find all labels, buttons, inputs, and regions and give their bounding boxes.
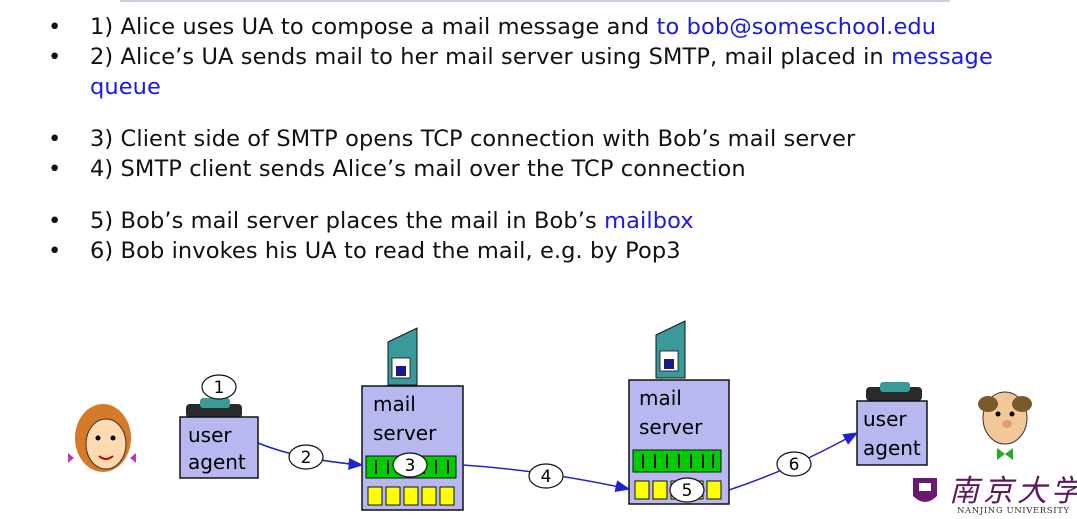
step-2: 2) Alice’s UA sends mail to her mail ser… <box>40 42 1040 102</box>
server-b-tower-icon <box>655 320 686 379</box>
marker-5: 5 <box>669 477 705 503</box>
server-a-tower-icon <box>387 327 418 386</box>
step-1: 1) Alice uses UA to compose a mail messa… <box>40 12 1040 42</box>
svg-text:4: 4 <box>541 467 552 487</box>
svg-text:5: 5 <box>682 481 693 501</box>
svg-text:2: 2 <box>301 448 312 468</box>
step-3: 3) Client side of SMTP opens TCP connect… <box>40 124 1040 154</box>
svg-text:3: 3 <box>405 456 416 476</box>
server-a-mailboxes <box>367 486 455 506</box>
alice-ua-line1: user <box>188 423 232 447</box>
logo-english-text: NANJING UNIVERSITY <box>957 506 1070 516</box>
university-logo: 南京大学 NANJING UNIVERSITY <box>905 466 1077 518</box>
university-emblem-icon <box>913 478 937 502</box>
bob-user-agent-box <box>856 400 928 466</box>
alice-phone-icon <box>186 398 242 418</box>
marker-6: 6 <box>776 451 812 477</box>
marker-3: 3 <box>392 452 428 478</box>
step-4: 4) SMTP client sends Alice’s mail over t… <box>40 154 1040 184</box>
step-6: 6) Bob invokes his UA to read the mail, … <box>40 236 1040 266</box>
alice-ua-line2: agent <box>188 450 246 474</box>
server-a-line2: server <box>373 421 437 445</box>
alice-figure-icon <box>68 404 136 472</box>
steps-list: 1) Alice uses UA to compose a mail messa… <box>40 12 1040 266</box>
svg-text:1: 1 <box>214 378 225 398</box>
server-b-line1: mail <box>639 386 682 410</box>
top-divider <box>120 0 950 2</box>
bob-figure-icon <box>978 391 1032 460</box>
marker-2: 2 <box>288 444 324 470</box>
server-b-message-queue <box>632 449 722 473</box>
logo-chinese-text: 南京大学 <box>949 474 1077 509</box>
server-b-line2: server <box>639 415 703 439</box>
marker-4: 4 <box>528 463 564 489</box>
alice-user-agent-box <box>179 416 259 479</box>
bob-ua-line1: user <box>863 407 907 431</box>
svg-text:6: 6 <box>789 455 800 475</box>
bob-ua-line2: agent <box>863 436 921 460</box>
marker-1: 1 <box>201 374 237 400</box>
server-a-line1: mail <box>373 392 416 416</box>
step-5: 5) Bob’s mail server places the mail in … <box>40 206 1040 236</box>
bob-phone-icon <box>866 382 922 401</box>
